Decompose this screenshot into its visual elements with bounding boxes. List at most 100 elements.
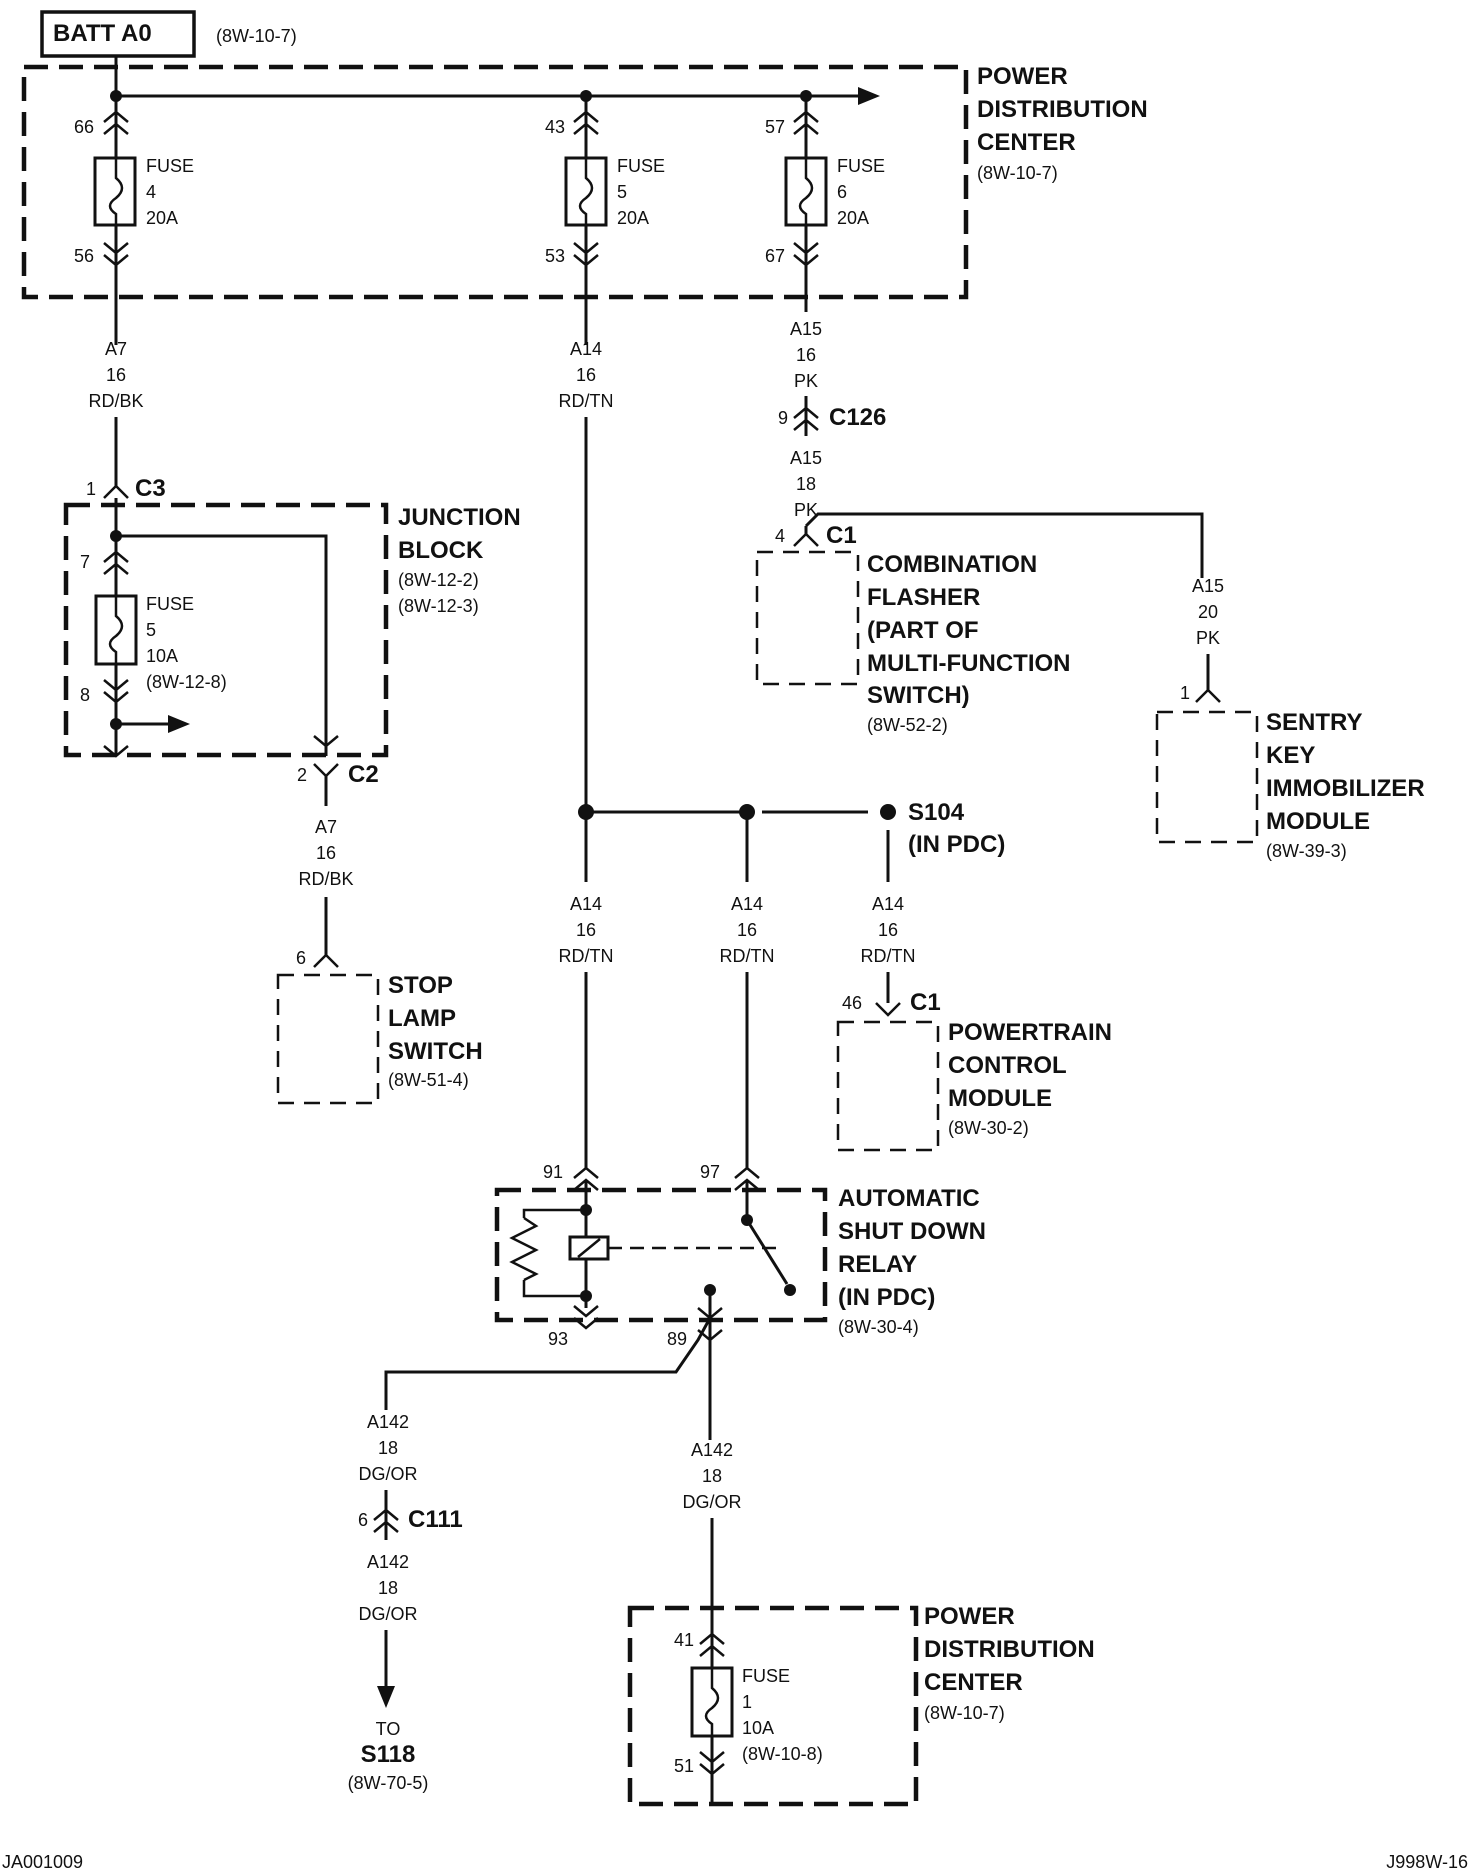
fuse4-rating: 20A <box>146 208 178 228</box>
c3-name: C3 <box>135 475 166 502</box>
wire-gauge: 18 <box>702 1466 722 1486</box>
combination-flasher: 4 C1 COMBINATION FLASHER (PART OF MULTI-… <box>755 522 1071 735</box>
fuse6-number: 6 <box>837 182 847 202</box>
s104-name: S104 <box>908 799 965 826</box>
wire-a142-right-label: A142 18 DG/OR <box>682 1440 741 1512</box>
flasher-name-4: MULTI-FUNCTION <box>867 650 1071 677</box>
wire-a14-top-label: A14 16 RD/TN <box>559 339 614 411</box>
bus-arrow-icon <box>858 87 880 105</box>
connector-c111: 6 C111 <box>358 1506 463 1533</box>
fuse4-number: 4 <box>146 182 156 202</box>
jb-fuse-rating: 10A <box>146 646 178 666</box>
fuse1-number: 1 <box>742 1692 752 1712</box>
pdc-bottom-name-1: POWER <box>924 1603 1015 1630</box>
junction-name-1: JUNCTION <box>398 504 521 531</box>
wire-id: A142 <box>367 1412 409 1432</box>
wire-color: DG/OR <box>358 1464 417 1484</box>
sentry-name-1: SENTRY <box>1266 709 1362 736</box>
pcm-pin: 46 <box>842 993 862 1013</box>
pcm-connector: C1 <box>910 989 941 1016</box>
wire-color: RD/BK <box>88 391 143 411</box>
asd-name-3: RELAY <box>838 1251 917 1278</box>
fuse5-bottom-pin: 53 <box>545 246 565 266</box>
fuse5-rating: 20A <box>617 208 649 228</box>
fuse-element-icon <box>578 158 594 225</box>
pcm-ref: (8W-30-2) <box>948 1118 1029 1138</box>
stop-lamp-pin: 6 <box>296 948 306 968</box>
wire-gauge: 16 <box>576 365 596 385</box>
wire-a14-right-label: A14 16 RD/TN <box>861 894 916 966</box>
fuse6-bottom-pin: 67 <box>765 246 785 266</box>
asd-pin-89: 89 <box>667 1329 687 1349</box>
jb-fuse-bottom-pin: 8 <box>80 685 90 705</box>
c126-name: C126 <box>829 404 886 431</box>
wire-id: A142 <box>691 1440 733 1460</box>
pcm-name-2: CONTROL <box>948 1052 1067 1079</box>
fuse4-top-pin: 66 <box>74 117 94 137</box>
sentry-name-3: IMMOBILIZER <box>1266 775 1425 802</box>
wire-color: RD/TN <box>559 391 614 411</box>
c126-pin: 9 <box>778 408 788 428</box>
wire-color: RD/TN <box>559 946 614 966</box>
pdc-bottom-name-2: DISTRIBUTION <box>924 1636 1095 1663</box>
wire-a15-mid-label: A15 18 PK <box>790 448 822 520</box>
connector-c3: 1 C3 <box>86 475 166 502</box>
asd-name-4: (IN PDC) <box>838 1284 935 1311</box>
pdc-top-name-3: CENTER <box>977 129 1076 156</box>
connector-icon <box>793 532 819 547</box>
connector-down-icon <box>103 745 129 758</box>
figure-id-right: J998W-16 <box>1386 1852 1468 1872</box>
c3-pin: 1 <box>86 479 96 499</box>
wire-color: PK <box>794 500 818 520</box>
connector-icon <box>1195 688 1221 703</box>
battery-ref: (8W-10-7) <box>216 26 297 46</box>
flasher-name-1: COMBINATION <box>867 551 1037 578</box>
fuse-6: 57 67 FUSE 6 20A <box>765 96 885 312</box>
asd-pin-91: 91 <box>543 1162 563 1182</box>
wire-id: A14 <box>872 894 904 914</box>
fuse5-label: FUSE <box>617 156 665 176</box>
pdc-top-name-2: DISTRIBUTION <box>977 96 1148 123</box>
wire-gauge: 16 <box>106 365 126 385</box>
wire-color: DG/OR <box>358 1604 417 1624</box>
asd-pin-97: 97 <box>700 1162 720 1182</box>
branch-arrow-icon <box>168 715 190 733</box>
c2-pin: 2 <box>297 765 307 785</box>
s118-name: S118 <box>361 1741 416 1768</box>
wire-gauge: 16 <box>878 920 898 940</box>
sentry-name-2: KEY <box>1266 742 1315 769</box>
wire-id: A15 <box>790 319 822 339</box>
connector-icon <box>313 953 339 968</box>
fuse4-label: FUSE <box>146 156 194 176</box>
connector-icon <box>793 406 819 431</box>
sentry-pin: 1 <box>1180 683 1190 703</box>
wire-id: A14 <box>570 339 602 359</box>
wire-id: A142 <box>367 1552 409 1572</box>
connector-down-icon <box>103 242 129 267</box>
wire-color: RD/BK <box>298 869 353 889</box>
figure-id-left: JA001009 <box>2 1852 83 1872</box>
flasher-name-3: (PART OF <box>867 617 979 644</box>
fuse-4: 66 56 FUSE 4 20A <box>74 96 194 345</box>
wire-gauge: 18 <box>796 474 816 494</box>
connector-down-icon <box>573 1305 599 1330</box>
wire-gauge: 18 <box>378 1438 398 1458</box>
junction-ref-2: (8W-12-3) <box>398 596 479 616</box>
asd-name-1: AUTOMATIC <box>838 1185 980 1212</box>
wire-color: PK <box>1196 628 1220 648</box>
pcm-name-3: MODULE <box>948 1085 1052 1112</box>
stop-lamp-name-3: SWITCH <box>388 1038 483 1065</box>
fuse5-number: 5 <box>617 182 627 202</box>
wire-id: A7 <box>105 339 127 359</box>
asd-name-2: SHUT DOWN <box>838 1218 986 1245</box>
fuse1-label: FUSE <box>742 1666 790 1686</box>
pdc-top-ref: (8W-10-7) <box>977 163 1058 183</box>
fuse1-top-pin: 41 <box>674 1630 694 1650</box>
jb-fuse-number: 5 <box>146 620 156 640</box>
to-s118: TO S118 (8W-70-5) <box>348 1719 429 1793</box>
connector-down-icon <box>573 242 599 267</box>
connector-c126: 9 C126 <box>778 404 886 431</box>
pdc-top-name-1: POWER <box>977 63 1068 90</box>
asd-ref: (8W-30-4) <box>838 1317 919 1337</box>
